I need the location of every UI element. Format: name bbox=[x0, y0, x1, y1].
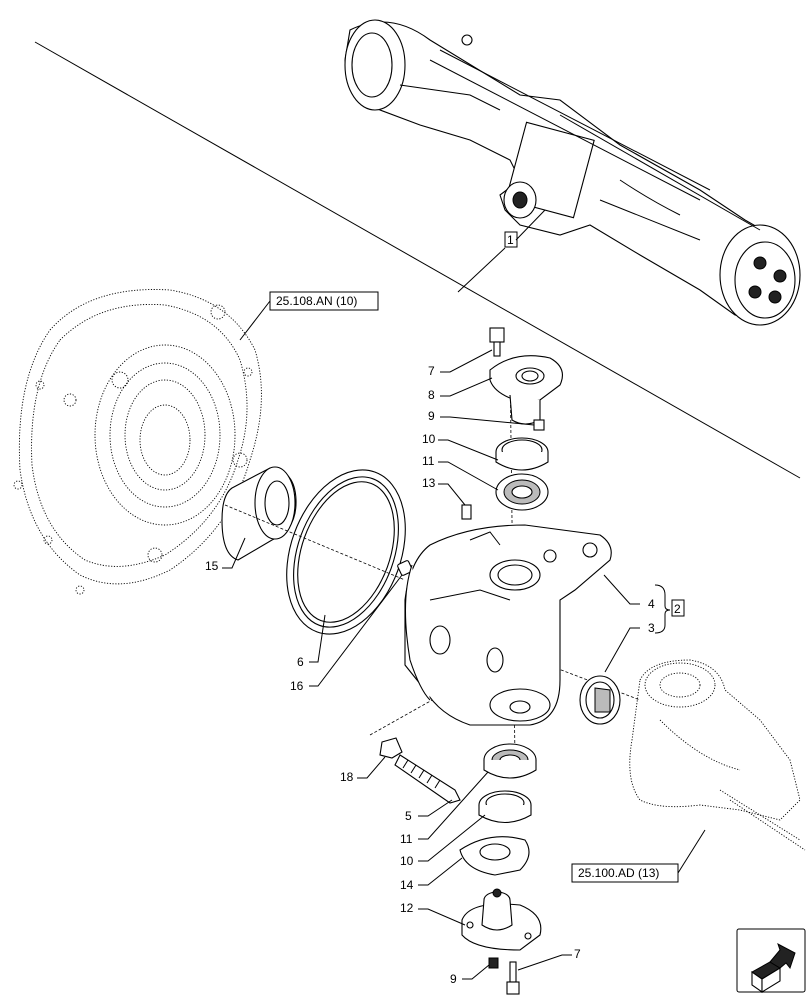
part-13-grease-nipple bbox=[461, 504, 472, 520]
ref-axle-body: 25.100.AD (13) bbox=[578, 866, 659, 880]
part-7-bolt-top bbox=[489, 327, 505, 357]
part-10-seal-upper bbox=[495, 437, 549, 471]
callout-15: 15 bbox=[205, 559, 219, 573]
part-9-grease-nipple-bottom bbox=[488, 957, 499, 969]
callout-2: 2 bbox=[674, 602, 681, 616]
part-14-gasket bbox=[459, 836, 530, 876]
callout-3: 3 bbox=[648, 621, 655, 635]
callout-11-bottom: 11 bbox=[400, 832, 413, 846]
callout-box-2 bbox=[671, 599, 685, 617]
part-8-upper-cover bbox=[489, 355, 563, 425]
callout-4: 4 bbox=[648, 597, 655, 611]
callout-9-top: 9 bbox=[428, 409, 435, 423]
callout-8: 8 bbox=[428, 388, 435, 402]
callout-14: 14 bbox=[400, 878, 414, 892]
gear-housing-reference-illustration bbox=[13, 289, 262, 595]
ref-gear-housing: 25.108.AN (10) bbox=[276, 294, 357, 308]
part-11-bearing-lower bbox=[483, 743, 537, 779]
part-4-steering-knuckle bbox=[404, 524, 612, 726]
part-6-seal-ring bbox=[286, 469, 406, 635]
next-page-arrow-icon[interactable] bbox=[736, 928, 806, 994]
section-divider-line bbox=[34, 41, 801, 479]
callout-12: 12 bbox=[400, 901, 414, 915]
part-11-bearing-upper bbox=[495, 473, 549, 511]
callout-5: 5 bbox=[405, 809, 412, 823]
callout-7-bottom: 7 bbox=[574, 947, 581, 961]
part-15-bearing bbox=[221, 466, 297, 561]
callout-10-top: 10 bbox=[422, 432, 436, 446]
callout-9-bottom: 9 bbox=[450, 972, 457, 986]
callout-16: 16 bbox=[290, 679, 304, 693]
axle-body-reference-illustration bbox=[629, 659, 806, 851]
callout-10-bottom: 10 bbox=[400, 854, 414, 868]
callout-11-top: 11 bbox=[422, 454, 435, 468]
part-18-bolt bbox=[379, 737, 403, 759]
part-7-bolt-bottom bbox=[506, 961, 520, 995]
callout-7-top: 7 bbox=[428, 364, 435, 378]
part-3-bushing bbox=[579, 675, 621, 725]
callout-18: 18 bbox=[340, 770, 354, 784]
part-12-lower-cover bbox=[461, 888, 542, 951]
callout-1: 1 bbox=[507, 233, 514, 247]
part-10-seal-lower bbox=[478, 790, 532, 824]
axle-assembly-illustration bbox=[344, 19, 801, 326]
callout-13: 13 bbox=[422, 476, 436, 490]
part-9-grease-nipple-top bbox=[533, 419, 545, 431]
callout-6: 6 bbox=[297, 655, 304, 669]
part-5-threaded-pin bbox=[394, 754, 461, 804]
part-16-pin bbox=[397, 560, 413, 576]
